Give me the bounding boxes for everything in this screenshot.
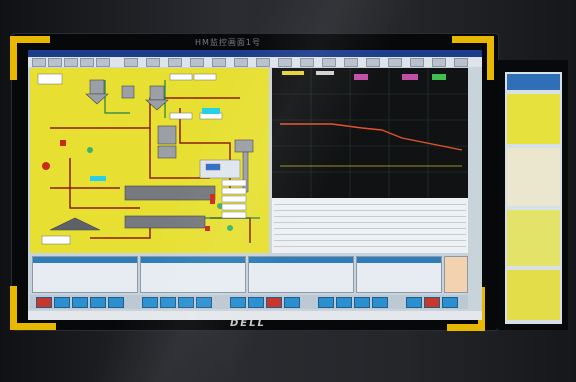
control-button[interactable] (230, 297, 246, 308)
side-panel (507, 270, 560, 320)
menu-item[interactable] (32, 58, 46, 67)
control-button[interactable] (284, 297, 300, 308)
control-button[interactable] (108, 297, 124, 308)
monitor-label: HM监控画面1号 (195, 38, 262, 47)
control-button[interactable] (318, 297, 334, 308)
menu-item[interactable] (212, 58, 226, 67)
status-panel (32, 256, 138, 293)
control-button[interactable] (90, 297, 106, 308)
side-panel (507, 94, 560, 144)
menu-item[interactable] (190, 58, 204, 67)
menu-item[interactable] (322, 58, 336, 67)
status-panel (356, 256, 442, 293)
menu-item[interactable] (366, 58, 380, 67)
control-button[interactable] (336, 297, 352, 308)
status-panel (140, 256, 246, 293)
control-button-bar (30, 295, 468, 309)
control-button[interactable] (160, 297, 176, 308)
trend-chart (272, 68, 468, 198)
process-diagram-graphic (37, 73, 260, 245)
status-panel (248, 256, 354, 293)
control-button[interactable] (372, 297, 388, 308)
menu-item[interactable] (234, 58, 248, 67)
menu-item[interactable] (124, 58, 138, 67)
hmi-title-bar (28, 50, 482, 57)
menu-item[interactable] (96, 58, 110, 67)
hmi-menu-bar (28, 57, 482, 67)
control-button[interactable] (142, 297, 158, 308)
control-button[interactable] (36, 297, 52, 308)
alarm-indicator (444, 256, 468, 293)
monitor-brand-logo: DELL (230, 318, 266, 329)
side-panel (507, 148, 560, 206)
control-button[interactable] (248, 297, 264, 308)
control-button[interactable] (178, 297, 194, 308)
control-button[interactable] (354, 297, 370, 308)
os-taskbar (28, 311, 482, 320)
control-button[interactable] (196, 297, 212, 308)
side-monitor-screen (505, 72, 562, 324)
menu-item[interactable] (432, 58, 446, 67)
menu-item[interactable] (388, 58, 402, 67)
menu-item[interactable] (344, 58, 358, 67)
side-panel (507, 210, 560, 266)
control-button[interactable] (406, 297, 422, 308)
control-button[interactable] (266, 297, 282, 308)
process-diagram (30, 68, 269, 253)
menu-item[interactable] (64, 58, 78, 67)
menu-item[interactable] (454, 58, 468, 67)
menu-item[interactable] (256, 58, 270, 67)
menu-item[interactable] (146, 58, 160, 67)
menu-item[interactable] (48, 58, 62, 67)
trend-chart-graphic (272, 68, 468, 198)
menu-item[interactable] (278, 58, 292, 67)
menu-item[interactable] (410, 58, 424, 67)
control-button[interactable] (72, 297, 88, 308)
control-button[interactable] (424, 297, 440, 308)
menu-item[interactable] (300, 58, 314, 67)
menu-item[interactable] (80, 58, 94, 67)
main-monitor-screen (28, 50, 482, 320)
status-panels (30, 254, 468, 294)
menu-item[interactable] (168, 58, 182, 67)
data-table (272, 198, 468, 253)
side-header-bar (507, 74, 560, 90)
control-button[interactable] (442, 297, 458, 308)
control-button[interactable] (54, 297, 70, 308)
